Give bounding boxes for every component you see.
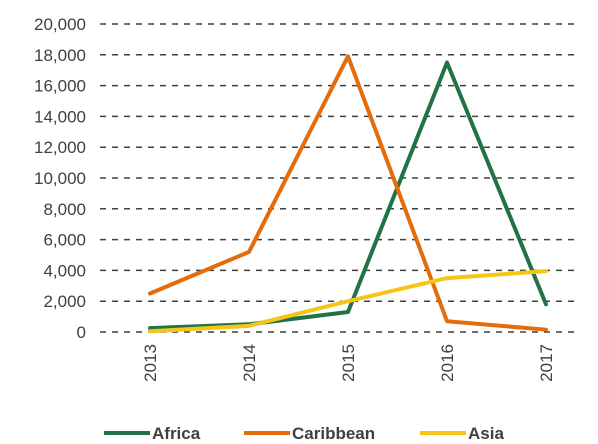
legend-label-africa: Africa (152, 424, 201, 443)
series-line-africa (148, 60, 548, 331)
y-tick-label: 0 (77, 323, 86, 342)
legend-label-asia: Asia (468, 424, 504, 443)
y-tick-label: 16,000 (34, 77, 86, 96)
y-tick-label: 6,000 (43, 231, 86, 250)
legend: Africa Caribbean Asia (104, 424, 504, 443)
y-tick-label: 8,000 (43, 200, 86, 219)
x-tick-label: 2014 (240, 344, 259, 382)
x-tick-label: 2013 (141, 344, 160, 382)
y-tick-label: 12,000 (34, 138, 86, 157)
series-line-asia (148, 269, 548, 334)
y-tick-label: 10,000 (34, 169, 86, 188)
x-tick-label: 2016 (438, 344, 457, 382)
series-lines (148, 54, 548, 334)
x-tick-label: 2015 (339, 344, 358, 382)
y-tick-label: 14,000 (34, 107, 86, 126)
x-tick-label: 2017 (537, 344, 556, 382)
gridlines (100, 23, 580, 333)
y-axis-tick-labels: 0 2,000 4,000 6,000 8,000 10,000 12,000 14,000 1… (34, 15, 86, 342)
y-tick-label: 18,000 (34, 46, 86, 65)
y-tick-label: 2,000 (43, 292, 86, 311)
y-tick-label: 20,000 (34, 15, 86, 34)
x-axis-tick-labels: 2013 2014 2015 2016 2017 (141, 344, 556, 382)
legend-label-caribbean: Caribbean (292, 424, 375, 443)
series-line-caribbean (148, 54, 548, 332)
y-tick-label: 4,000 (43, 261, 86, 280)
